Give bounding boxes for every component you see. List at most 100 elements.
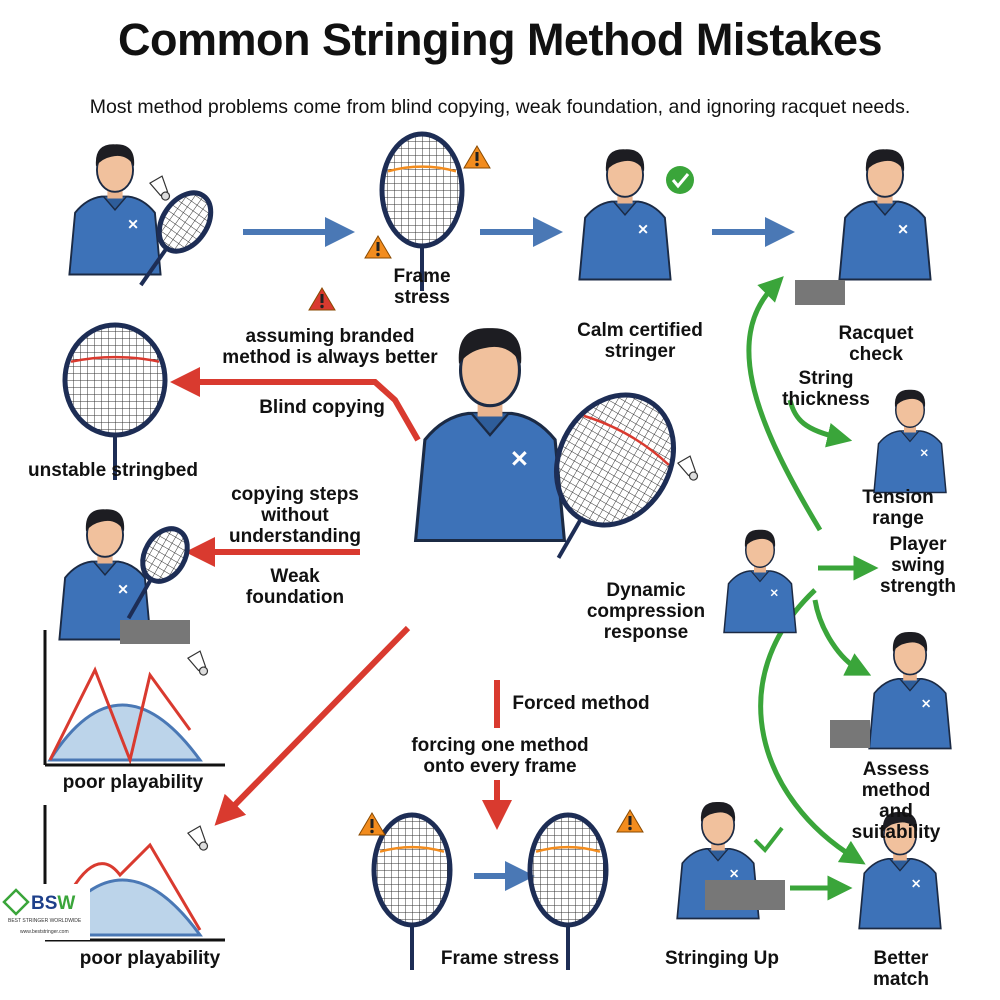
label-assess-method: Assess method and suitability — [851, 759, 941, 843]
shirt — [723, 570, 797, 634]
logo-tagline: BEST STRINGER WORLDWIDE — [8, 918, 82, 924]
arrow-5 — [214, 625, 411, 826]
racquet-head — [62, 322, 168, 438]
hair — [882, 812, 918, 832]
hair — [85, 509, 125, 532]
chart-poor-playability-1 — [43, 630, 225, 767]
shuttle-feathers — [677, 455, 697, 477]
racquet-head — [140, 526, 190, 584]
label-unstable-stringbed: unstable stringbed — [28, 460, 198, 481]
racquet-frame-stress-left — [371, 812, 453, 970]
collar — [900, 430, 920, 443]
warning-icon-3 — [358, 812, 386, 836]
person-string-thickness — [873, 389, 947, 494]
logo-url: www.beststringer.com — [20, 929, 69, 935]
hair — [865, 149, 905, 172]
collar — [613, 201, 637, 216]
stringing-machine-3 — [830, 720, 870, 748]
person-researching — [68, 144, 162, 276]
person-calm-stringer — [578, 149, 672, 281]
racquet-head — [379, 131, 465, 249]
stringing-machine-2 — [120, 620, 190, 644]
label-dynamic-compression: Dynamic compression response — [586, 580, 706, 643]
racquet-unstable-stringbed — [62, 322, 168, 480]
warning-mark-bar — [475, 152, 479, 161]
stringing-machine-4 — [705, 880, 785, 910]
label-stringing-up: Stringing Up — [665, 948, 779, 969]
collar — [103, 196, 127, 211]
person-center — [413, 328, 567, 543]
label-blind-copying: Blind copying — [259, 397, 385, 418]
checkmark-icon — [666, 166, 694, 194]
shirt — [838, 200, 932, 281]
arrow-12 — [812, 599, 872, 676]
hair — [605, 149, 645, 172]
shuttle-cork — [688, 471, 699, 481]
shirt-logo-icon — [920, 449, 928, 457]
shuttlecock-icon — [187, 825, 209, 851]
shirt — [858, 857, 942, 930]
logo-diamond-icon — [2, 888, 30, 916]
stress-lines — [387, 165, 457, 173]
label-assuming-branded: assuming branded method is always better — [222, 326, 438, 368]
collar — [93, 561, 117, 576]
shuttle-cork — [198, 666, 209, 676]
collar — [899, 678, 921, 692]
label-forcing-one-method: forcing one method onto every frame — [411, 735, 589, 777]
hair — [95, 144, 135, 167]
bsw-logo-graphic: BSW BEST STRINGER WORLDWIDE www.beststri… — [2, 888, 82, 935]
label-calm-stringer: Calm certified stringer — [577, 320, 703, 362]
label-string-thickness: String thickness — [782, 368, 870, 410]
label-copying-steps: copying steps without understanding — [229, 484, 361, 547]
racquet-weak — [126, 526, 190, 620]
warning-mark-dot — [370, 829, 374, 834]
racquet-frame-stress-right — [527, 812, 609, 970]
racquet-head — [371, 812, 453, 928]
warning-mark-dot — [376, 252, 380, 257]
shirt — [68, 195, 162, 276]
label-frame-stress-bottom: Frame stress — [440, 948, 560, 969]
label-tension-range: Tension range — [862, 487, 934, 529]
label-frame-stress-top: Frame stress — [393, 266, 451, 308]
racquet-shaft — [126, 578, 153, 620]
hair — [700, 802, 736, 822]
shirt-logo-icon — [512, 451, 527, 466]
shirt-logo-icon — [638, 224, 648, 234]
shirt-logo-icon — [128, 219, 138, 229]
label-poor-playability-1: poor playability — [62, 772, 204, 793]
collar — [889, 858, 911, 872]
shuttle-cork — [160, 191, 171, 201]
arrow-3 — [170, 367, 421, 442]
hair — [894, 389, 926, 407]
shuttle-feathers — [187, 825, 207, 847]
warning-icon-red — [308, 287, 336, 311]
stress-lines — [379, 845, 445, 853]
shirt — [413, 411, 567, 543]
warning-mark-bar — [628, 816, 632, 825]
warning-icon-1 — [463, 145, 491, 169]
shirt — [873, 430, 947, 494]
arrow-10 — [787, 399, 853, 448]
label-weak-foundation: Weak foundation — [245, 566, 345, 608]
person-player-swing — [723, 529, 797, 634]
hair — [892, 632, 928, 652]
shuttlecock-icon-center — [677, 455, 699, 481]
collar — [873, 201, 897, 216]
warning-mark-bar — [320, 294, 324, 303]
hair — [744, 529, 776, 547]
shirt-logo-icon — [912, 879, 921, 888]
shirt — [868, 677, 952, 750]
racquet-head — [553, 392, 677, 528]
collar — [750, 570, 770, 583]
warning-mark-dot — [628, 826, 632, 831]
playability-curve — [47, 703, 203, 762]
collar — [707, 848, 729, 862]
checkmark-icon-2 — [753, 826, 784, 854]
shirt-logo-icon — [730, 869, 739, 878]
racquet-shaft — [556, 517, 583, 559]
label-player-swing: Player swing strength — [880, 534, 956, 597]
stress-lines — [535, 845, 601, 853]
stringing-machine-1 — [795, 280, 845, 305]
racquet-shaft — [139, 247, 169, 287]
